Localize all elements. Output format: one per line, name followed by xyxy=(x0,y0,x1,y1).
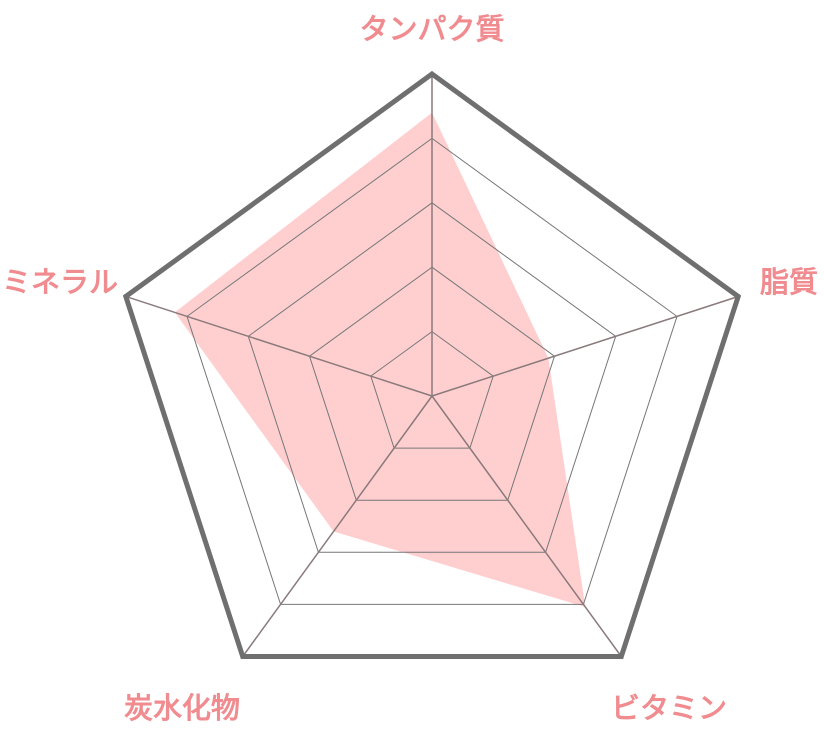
axis-label-mineral: ミネラル xyxy=(2,265,118,299)
axis-label-carbohydrate: 炭水化物 xyxy=(124,691,240,725)
axis-spoke xyxy=(125,295,433,397)
data-polygon xyxy=(174,112,586,607)
grid-ring xyxy=(308,266,556,501)
axis-spoke xyxy=(431,395,622,657)
grid-ring xyxy=(186,137,678,605)
axis-label-vitamin: ビタミン xyxy=(611,691,727,725)
outer-frame xyxy=(122,70,742,659)
axis-label-fat: 脂質 xyxy=(760,265,818,299)
axis-spoke xyxy=(242,395,433,657)
axis-spoke xyxy=(431,295,739,397)
axis-spokes xyxy=(125,74,739,657)
grid-ring xyxy=(370,330,494,449)
grid-rings xyxy=(186,137,678,605)
grid-ring xyxy=(247,202,617,553)
axis-label-protein: タンパク質 xyxy=(359,12,504,46)
